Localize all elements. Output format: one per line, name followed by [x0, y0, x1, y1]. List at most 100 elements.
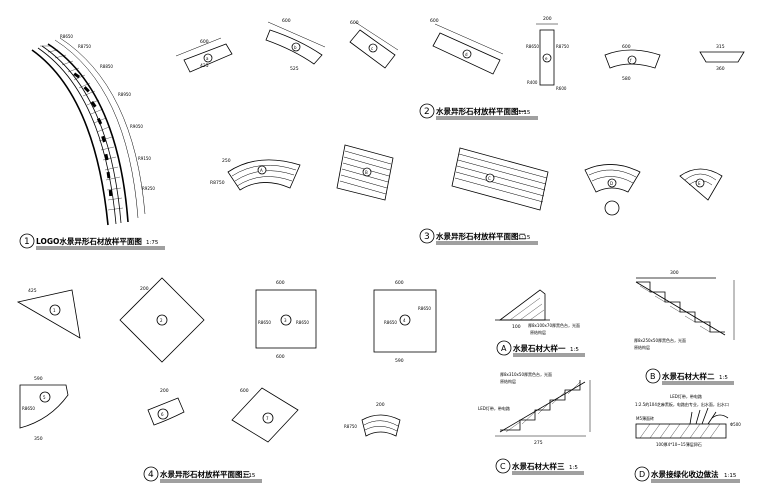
svg-text:C: C [488, 176, 491, 181]
svg-text:425: 425 [28, 288, 37, 294]
svg-text:C: C [500, 462, 506, 471]
svg-text:R400: R400 [527, 80, 538, 85]
svg-text:425: 425 [200, 63, 209, 69]
svg-text:水景石材大样二: 水景石材大样二 [662, 371, 715, 381]
svg-text:R8650: R8650 [60, 34, 73, 39]
svg-text:580: 580 [622, 76, 631, 82]
svg-text:200: 200 [140, 286, 149, 292]
svg-text:D: D [639, 470, 645, 479]
svg-text:A: A [260, 168, 263, 173]
piece-E: E [679, 168, 723, 201]
piece-3: 600 600 R8650 R8650 3 [255, 280, 317, 360]
svg-text:590: 590 [395, 358, 404, 364]
svg-text:3: 3 [284, 318, 287, 323]
svg-text:R8850: R8850 [100, 64, 113, 69]
piece-small-top-right: 315 360 [699, 44, 745, 72]
svg-text:275: 275 [534, 440, 543, 446]
svg-text:315: 315 [716, 44, 725, 50]
svg-text:250: 250 [222, 158, 231, 164]
piece-2: 200 2 [119, 277, 205, 363]
piece-B: B [336, 144, 394, 201]
detail-C-drawing: 厚8x310x50厚黑色台，光面 原结构层 275 LED灯带，带电路 [478, 371, 591, 446]
detail-A-drawing: 100 厚8x100x70厚黑色台，光面 原结构层 [495, 289, 580, 335]
svg-text:200: 200 [543, 16, 552, 22]
svg-text:E: E [698, 181, 701, 186]
svg-text:1:15: 1:15 [243, 473, 256, 479]
svg-text:LED灯带，带电路: LED灯带，带电路 [670, 393, 702, 399]
svg-text:1:75: 1:75 [146, 240, 159, 246]
svg-text:1:5: 1:5 [570, 347, 579, 353]
svg-text:M5薄面砖: M5薄面砖 [636, 415, 654, 421]
piece-A: 250 R8750 A [210, 158, 301, 191]
svg-text:B: B [365, 170, 368, 175]
piece-4: 600 590 R8650 R8650 4 [373, 280, 437, 364]
svg-text:200: 200 [160, 388, 169, 394]
svg-text:d: d [465, 52, 468, 57]
svg-text:原结构层: 原结构层 [530, 329, 546, 335]
svg-text:1:15: 1:15 [724, 473, 737, 479]
svg-text:2: 2 [424, 107, 430, 117]
svg-text:600: 600 [430, 18, 439, 24]
svg-text:水景石材大样一: 水景石材大样一 [513, 343, 566, 353]
svg-text:b: b [294, 45, 297, 50]
svg-text:1: 1 [24, 237, 30, 247]
svg-text:4: 4 [403, 318, 406, 323]
svg-text:1:15: 1:15 [518, 235, 531, 241]
svg-text:100: 100 [512, 324, 521, 330]
svg-text:f: f [630, 58, 632, 63]
svg-text:600: 600 [200, 39, 209, 45]
svg-text:1:5: 1:5 [569, 465, 578, 471]
svg-text:R8650: R8650 [526, 44, 539, 49]
svg-text:B: B [650, 372, 656, 381]
svg-text:R9250: R9250 [142, 186, 155, 191]
piece-c: 600 c [349, 20, 399, 69]
svg-text:600: 600 [276, 354, 285, 360]
svg-text:R8650: R8650 [258, 320, 271, 325]
title-plan-two: 3 水景异形石材放样平面图二 1:15 [419, 228, 538, 245]
svg-text:LOGO水景异形石材放样平面图: LOGO水景异形石材放样平面图 [36, 236, 142, 246]
svg-text:100厚4*10~15薄层卵石: 100厚4*10~15薄层卵石 [656, 441, 702, 447]
svg-text:R8750: R8750 [556, 44, 569, 49]
svg-text:R9050: R9050 [130, 124, 143, 129]
svg-text:1:2.5的104芝麻黑板，电路由专业，出水面，出水口: 1:2.5的104芝麻黑板，电路由专业，出水面，出水口 [635, 401, 729, 407]
title-plan-three: 4 水景异形石材放样平面图三 1:15 [143, 466, 262, 483]
svg-text:360: 360 [716, 66, 725, 72]
svg-text:5: 5 [43, 395, 46, 400]
title-detail-A: A 水景石材大样一 1:5 [496, 340, 585, 357]
svg-text:D: D [610, 181, 613, 186]
svg-text:厚8x310x50厚黑色台，光面: 厚8x310x50厚黑色台，光面 [500, 371, 552, 377]
svg-text:600: 600 [395, 280, 404, 286]
svg-text:590: 590 [34, 376, 43, 382]
svg-text:R8650: R8650 [296, 320, 309, 325]
piece-C: C [451, 147, 549, 211]
svg-text:e: e [545, 56, 548, 61]
title-detail-B: B 水景石材大样二 1:5 [645, 368, 734, 385]
svg-text:1:5: 1:5 [719, 375, 728, 381]
svg-text:4: 4 [148, 470, 154, 480]
svg-text:600: 600 [282, 18, 291, 24]
svg-text:2: 2 [160, 318, 163, 323]
svg-text:300: 300 [670, 270, 679, 276]
piece-6: 200 6 [147, 388, 185, 426]
svg-text:3: 3 [424, 232, 430, 242]
svg-text:c: c [371, 46, 373, 51]
svg-text:7: 7 [266, 416, 269, 421]
detail-D-drawing: LED灯带，带电路 1:2.5的104芝麻黑板，电路由专业，出水面，出水口 M5… [635, 393, 741, 447]
svg-text:R600: R600 [556, 86, 567, 91]
svg-text:厚8x250x50厚黑色台，光面: 厚8x250x50厚黑色台，光面 [634, 337, 686, 343]
svg-text:1: 1 [53, 308, 56, 313]
svg-text:R9150: R9150 [138, 156, 151, 161]
svg-text:525: 525 [290, 66, 299, 72]
piece-7: 600 7 [231, 387, 299, 443]
svg-text:A: A [501, 344, 507, 353]
svg-text:R8750: R8750 [78, 44, 91, 49]
piece-f: 600 580 f [604, 44, 661, 82]
svg-text:R8750: R8750 [210, 180, 225, 186]
svg-text:R8650: R8650 [384, 320, 397, 325]
piece-arc-small: R8750 200 [344, 402, 401, 437]
svg-text:350: 350 [34, 436, 43, 442]
svg-text:6: 6 [161, 412, 164, 417]
svg-text:原结构层: 原结构层 [634, 344, 650, 350]
svg-text:水景接绿化收边做法: 水景接绿化收边做法 [651, 469, 719, 479]
